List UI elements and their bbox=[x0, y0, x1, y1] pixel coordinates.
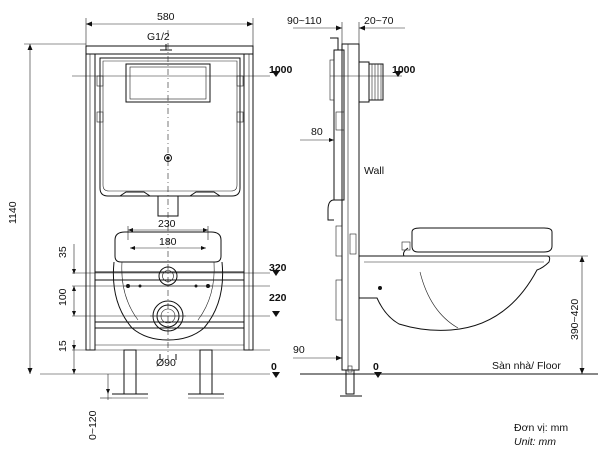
unit-label-vi: Đơn vị: mm bbox=[514, 422, 568, 434]
floor-label: Sàn nhà/ Floor bbox=[492, 360, 561, 372]
front-level-0: 0 bbox=[271, 361, 277, 373]
side-view: 90~110 20~70 1000 80 Wall bbox=[287, 15, 598, 397]
dim-15: 15 bbox=[57, 340, 69, 352]
dim-230: 230 bbox=[158, 218, 176, 230]
unit-label-en: Unit: mm bbox=[514, 436, 556, 448]
inlet-label: G1/2 bbox=[147, 31, 170, 43]
dim-0-120: 0~120 bbox=[87, 410, 99, 440]
side-level-1000: 1000 bbox=[392, 64, 416, 76]
dim-390-420: 390~420 bbox=[569, 299, 581, 340]
front-level-1000: 1000 bbox=[269, 64, 293, 76]
dim-80: 80 bbox=[311, 126, 323, 138]
height-dimension: 1140 bbox=[7, 201, 19, 224]
units-note: Đơn vị: mm Unit: mm bbox=[514, 422, 568, 448]
dim-35: 35 bbox=[57, 246, 69, 258]
front-level-220: 220 bbox=[269, 292, 287, 304]
wall-label: Wall bbox=[364, 165, 384, 177]
front-view: 580 G1/2 bbox=[7, 11, 293, 440]
dim-90-110: 90~110 bbox=[287, 15, 322, 27]
dim-180: 180 bbox=[159, 236, 177, 248]
dim-20-70: 20~70 bbox=[364, 15, 394, 27]
side-level-0: 0 bbox=[373, 361, 379, 373]
dim-90: 90 bbox=[293, 344, 305, 356]
dim-100: 100 bbox=[57, 288, 69, 306]
width-dimension: 580 bbox=[157, 11, 175, 23]
drain-diameter-label: Ø90 bbox=[156, 357, 176, 369]
